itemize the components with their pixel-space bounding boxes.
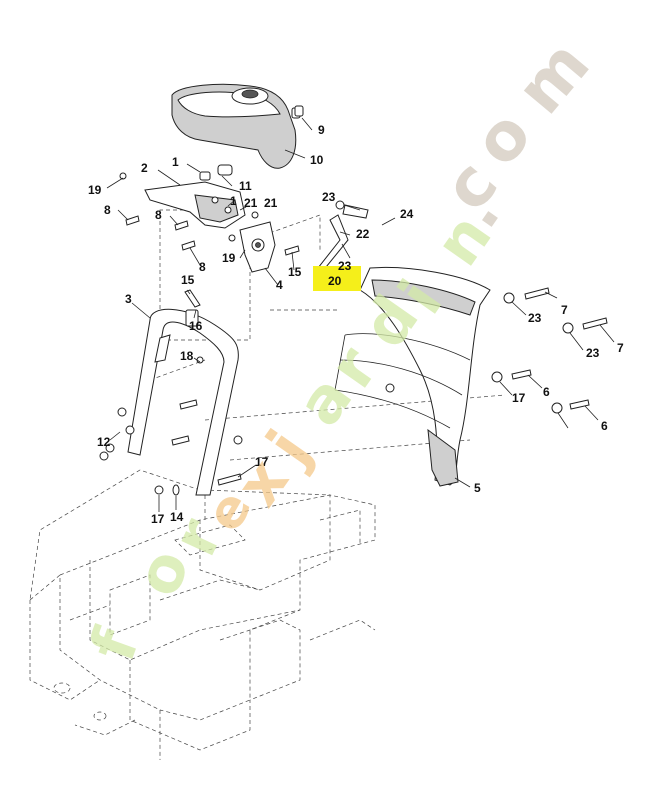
callout-label: 6 — [601, 419, 608, 433]
callout-label: 1 — [230, 194, 237, 208]
callout-label: 23 — [586, 346, 600, 360]
callout-label: 9 — [318, 123, 325, 137]
callout-label: 5 — [474, 481, 481, 495]
callout-label: 19 — [222, 251, 236, 265]
callout-label: 12 — [97, 435, 111, 449]
hardware — [99, 105, 608, 496]
callout-label: 22 — [356, 227, 370, 241]
part-3-handle — [127, 308, 239, 496]
callout-label: 7 — [617, 341, 624, 355]
callout-label: 16 — [189, 319, 203, 333]
callout-label: 8 — [155, 208, 162, 222]
callout-label: 7 — [561, 303, 568, 317]
callout-label: 21 — [264, 196, 278, 210]
callout-label: 10 — [310, 153, 324, 167]
callout-label: 15 — [288, 265, 302, 279]
callout-label: 14 — [170, 510, 184, 524]
callout-label: 8 — [104, 203, 111, 217]
highlight-box — [313, 266, 361, 291]
callout-label: 1 — [172, 155, 179, 169]
part-4-bracket — [239, 221, 276, 273]
callout-label: 4 — [276, 278, 283, 292]
callout-label: 24 — [400, 207, 414, 221]
callout-label: 6 — [543, 385, 550, 399]
leader-lines — [106, 117, 615, 512]
callout-label: 23 — [528, 311, 542, 325]
callout-label: 17 — [255, 455, 269, 469]
callout-label: 3 — [125, 292, 132, 306]
callout-label: 21 — [244, 196, 258, 210]
watermark-letter: f — [75, 619, 153, 670]
part-2-plate — [144, 164, 246, 229]
callout-label: 18 — [180, 349, 194, 363]
callout-label: 15 — [181, 273, 195, 287]
callout-label: 23 — [338, 259, 352, 273]
callout-label: 11 — [239, 179, 252, 193]
callout-label: 17 — [151, 512, 165, 526]
callout-label: 19 — [88, 183, 102, 197]
callouts: 9 10 1 2 11 1 19 8 8 21 21 19 8 4 15 23 … — [88, 123, 624, 526]
callout-label-highlighted: 20 — [328, 274, 342, 288]
callout-label: 17 — [512, 391, 526, 405]
callout-label: 8 — [199, 260, 206, 274]
watermark-letter: m — [501, 26, 604, 128]
callout-label: 2 — [141, 161, 148, 175]
chassis-frame — [29, 469, 376, 760]
part-5-guard — [334, 267, 491, 487]
callout-label: 23 — [322, 190, 336, 204]
part-10-cover — [171, 83, 301, 169]
